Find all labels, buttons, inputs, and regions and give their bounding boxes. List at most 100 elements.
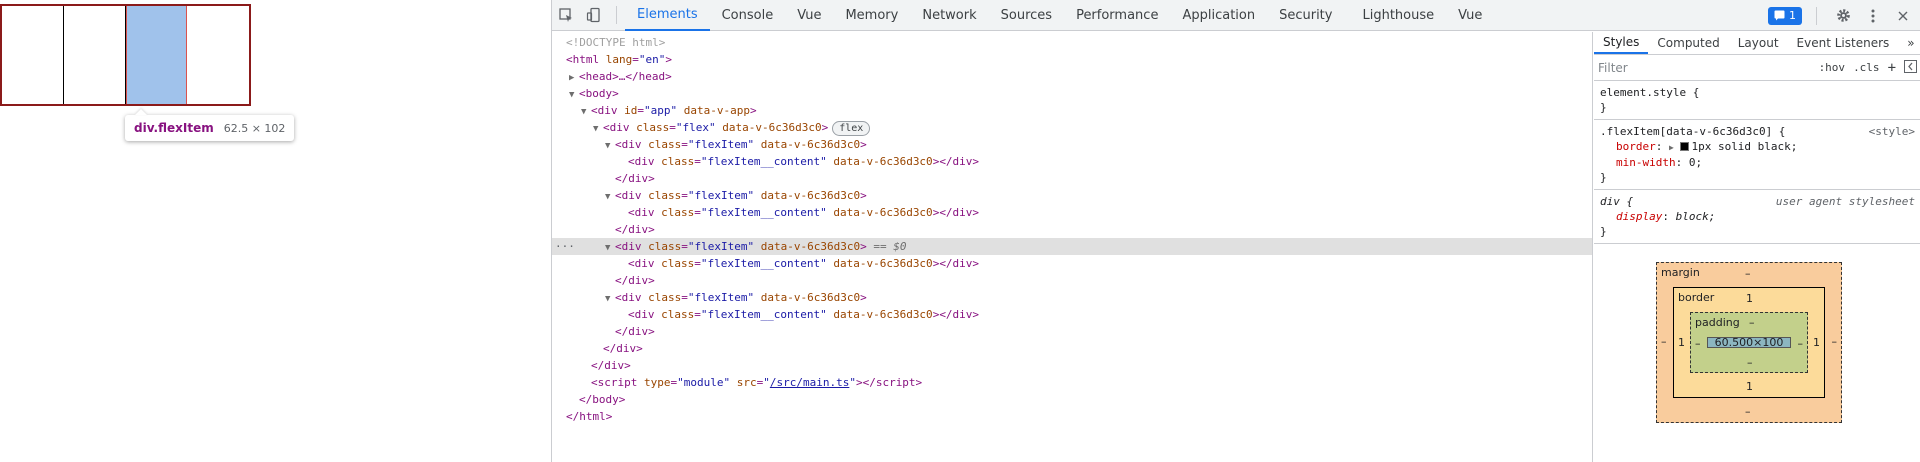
script-src-link[interactable]: /src/main.ts xyxy=(769,376,850,389)
flex-item-4[interactable] xyxy=(187,6,249,104)
devtools-toolbar: Elements Console Vue Memory Network Sour… xyxy=(552,0,1920,31)
tab-network[interactable]: Network xyxy=(922,7,977,23)
tree-close-div[interactable]: </div> xyxy=(615,325,655,338)
tree-flexitem-1[interactable]: ▼<div class="flexItem" data-v-6c36d3c0> xyxy=(605,136,867,153)
issues-count: 1 xyxy=(1789,9,1796,22)
flex-item-2[interactable] xyxy=(64,6,126,104)
padding-right-value[interactable]: – xyxy=(1797,337,1804,350)
box-model-margin[interactable]: margin – – – – border 1 1 1 1 padding – … xyxy=(1656,262,1842,423)
tree-flexitem-3-selected[interactable]: ··· ▼<div class="flexItem" data-v-6c36d3… xyxy=(552,238,1592,255)
tree-flexitem-4[interactable]: ▼<div class="flexItem" data-v-6c36d3c0> xyxy=(605,289,867,306)
device-toolbar-icon[interactable] xyxy=(580,1,608,29)
toggle-sidebar-icon[interactable] xyxy=(1904,59,1917,76)
new-style-rule-plus-icon[interactable]: + xyxy=(1887,59,1896,76)
margin-top-value[interactable]: – xyxy=(1745,267,1751,280)
rule-flexitem[interactable]: <style> .flexItem[data-v-6c36d3c0] { bor… xyxy=(1594,120,1920,190)
box-model-content[interactable]: 60.500×100 xyxy=(1707,336,1791,349)
styles-filter-input[interactable] xyxy=(1598,60,1811,75)
color-swatch[interactable] xyxy=(1680,142,1690,151)
border-left-value[interactable]: 1 xyxy=(1678,336,1685,349)
tree-html[interactable]: <html lang="en"> xyxy=(566,53,672,66)
tab-security[interactable]: Security xyxy=(1279,7,1333,23)
tree-app-div[interactable]: ▼<div id="app" data-v-app> xyxy=(581,102,757,119)
inspect-element-icon[interactable] xyxy=(552,1,580,29)
tree-body-close[interactable]: </body> xyxy=(579,393,626,406)
flex-container[interactable] xyxy=(0,4,251,106)
tree-close-div[interactable]: </div> xyxy=(615,223,655,236)
tab-lighthouse[interactable]: Lighthouse xyxy=(1362,7,1435,23)
css-property-border[interactable]: border: ▶ 1px solid black; xyxy=(1616,140,1798,153)
tree-html-close[interactable]: </html> xyxy=(566,410,613,423)
rule-close-brace: } xyxy=(1600,171,1607,184)
tab-elements[interactable]: Elements xyxy=(625,0,710,31)
border-bottom-value[interactable]: 1 xyxy=(1746,380,1753,393)
flex-item-3-highlighted[interactable] xyxy=(125,6,188,104)
rule-source-label: user agent stylesheet xyxy=(1775,195,1915,208)
rule-element-style[interactable]: element.style { } xyxy=(1594,81,1920,120)
tab-memory[interactable]: Memory xyxy=(845,7,899,23)
tree-script[interactable]: <script type="module" src="/src/main.ts"… xyxy=(591,376,923,389)
padding-label: padding xyxy=(1695,316,1740,329)
devtools-panel: Elements Console Vue Memory Network Sour… xyxy=(551,0,1920,462)
tab-vue[interactable]: Vue xyxy=(797,7,822,23)
expand-triangle-icon[interactable]: ▼ xyxy=(581,107,587,117)
cls-toggle-button[interactable]: .cls xyxy=(1853,61,1880,74)
tree-flexitem-2[interactable]: ▼<div class="flexItem" data-v-6c36d3c0> xyxy=(605,187,867,204)
tree-flex-div[interactable]: ▼<div class="flex" data-v-6c36d3c0>flex xyxy=(593,119,871,136)
rule-user-agent-div[interactable]: user agent stylesheet div { display: blo… xyxy=(1594,190,1920,244)
css-property-min-width[interactable]: min-width: 0; xyxy=(1616,156,1703,169)
margin-left-value[interactable]: – xyxy=(1661,335,1667,348)
tab-event-listeners[interactable]: Event Listeners xyxy=(1796,36,1890,50)
tree-body[interactable]: ▼<body> xyxy=(569,85,619,102)
close-devtools-icon[interactable] xyxy=(1891,4,1915,28)
rule-selector: .flexItem[data-v-6c36d3c0] { xyxy=(1600,125,1786,138)
collapse-triangle-icon[interactable]: ▶ xyxy=(569,73,575,83)
hov-toggle-button[interactable]: :hov xyxy=(1818,61,1846,74)
flex-badge[interactable]: flex xyxy=(832,121,871,136)
page-viewport: div.flexItem 62.5 × 102 xyxy=(0,0,550,462)
node-actions-ellipsis-icon[interactable]: ··· xyxy=(555,240,575,253)
tree-flexitem-content-3[interactable]: <div class="flexItem__content" data-v-6c… xyxy=(628,257,980,270)
tab-layout[interactable]: Layout xyxy=(1737,36,1779,50)
margin-label: margin xyxy=(1661,266,1700,279)
tree-flexitem-content-1[interactable]: <div class="flexItem__content" data-v-6c… xyxy=(628,155,980,168)
padding-left-value[interactable]: – xyxy=(1695,337,1701,350)
border-right-value[interactable]: 1 xyxy=(1813,336,1820,349)
expand-triangle-icon[interactable]: ▼ xyxy=(605,294,611,304)
tree-flexitem-content-4[interactable]: <div class="flexItem__content" data-v-6c… xyxy=(628,308,980,321)
tree-head[interactable]: ▶<head>…</head> xyxy=(569,68,672,85)
tree-doctype[interactable]: <!DOCTYPE html> xyxy=(566,36,666,49)
expand-triangle-icon[interactable]: ▼ xyxy=(605,243,611,253)
more-tabs-chevron-icon[interactable]: » xyxy=(1907,36,1915,50)
tab-performance[interactable]: Performance xyxy=(1076,7,1159,23)
tab-vue-2[interactable]: Vue xyxy=(1458,7,1483,23)
settings-gear-icon[interactable] xyxy=(1831,4,1855,28)
issues-button[interactable]: 1 xyxy=(1768,6,1802,25)
padding-top-value[interactable]: – xyxy=(1749,316,1755,329)
box-model-padding[interactable]: padding – – – – 60.500×100 xyxy=(1690,312,1808,373)
expand-triangle-icon[interactable]: ▼ xyxy=(569,90,575,100)
box-model-border[interactable]: border 1 1 1 1 padding – – – – 60.500×10… xyxy=(1673,287,1825,398)
expand-triangle-icon[interactable]: ▼ xyxy=(605,141,611,151)
rule-source-link[interactable]: <style> xyxy=(1868,125,1915,138)
tab-application[interactable]: Application xyxy=(1182,7,1256,23)
tree-close-div[interactable]: </div> xyxy=(615,172,655,185)
tree-close-flex-div[interactable]: </div> xyxy=(603,342,643,355)
tab-styles[interactable]: Styles xyxy=(1594,32,1649,54)
tab-computed[interactable]: Computed xyxy=(1657,36,1720,50)
margin-right-value[interactable]: – xyxy=(1831,335,1838,348)
tree-close-app-div[interactable]: </div> xyxy=(591,359,631,372)
css-property-display[interactable]: display: block; xyxy=(1616,210,1716,223)
expand-triangle-icon[interactable]: ▼ xyxy=(605,192,611,202)
padding-bottom-value[interactable]: – xyxy=(1747,356,1753,369)
more-options-kebab-icon[interactable] xyxy=(1861,4,1885,28)
tab-sources[interactable]: Sources xyxy=(1000,7,1053,23)
expand-triangle-icon[interactable]: ▼ xyxy=(593,124,599,134)
flex-item-1[interactable] xyxy=(2,6,64,104)
tree-flexitem-content-2[interactable]: <div class="flexItem__content" data-v-6c… xyxy=(628,206,980,219)
border-top-value[interactable]: 1 xyxy=(1746,292,1753,305)
margin-bottom-value[interactable]: – xyxy=(1745,405,1751,418)
toolbar-separator xyxy=(616,6,617,24)
tree-close-div[interactable]: </div> xyxy=(615,274,655,287)
tab-console[interactable]: Console xyxy=(721,7,774,23)
